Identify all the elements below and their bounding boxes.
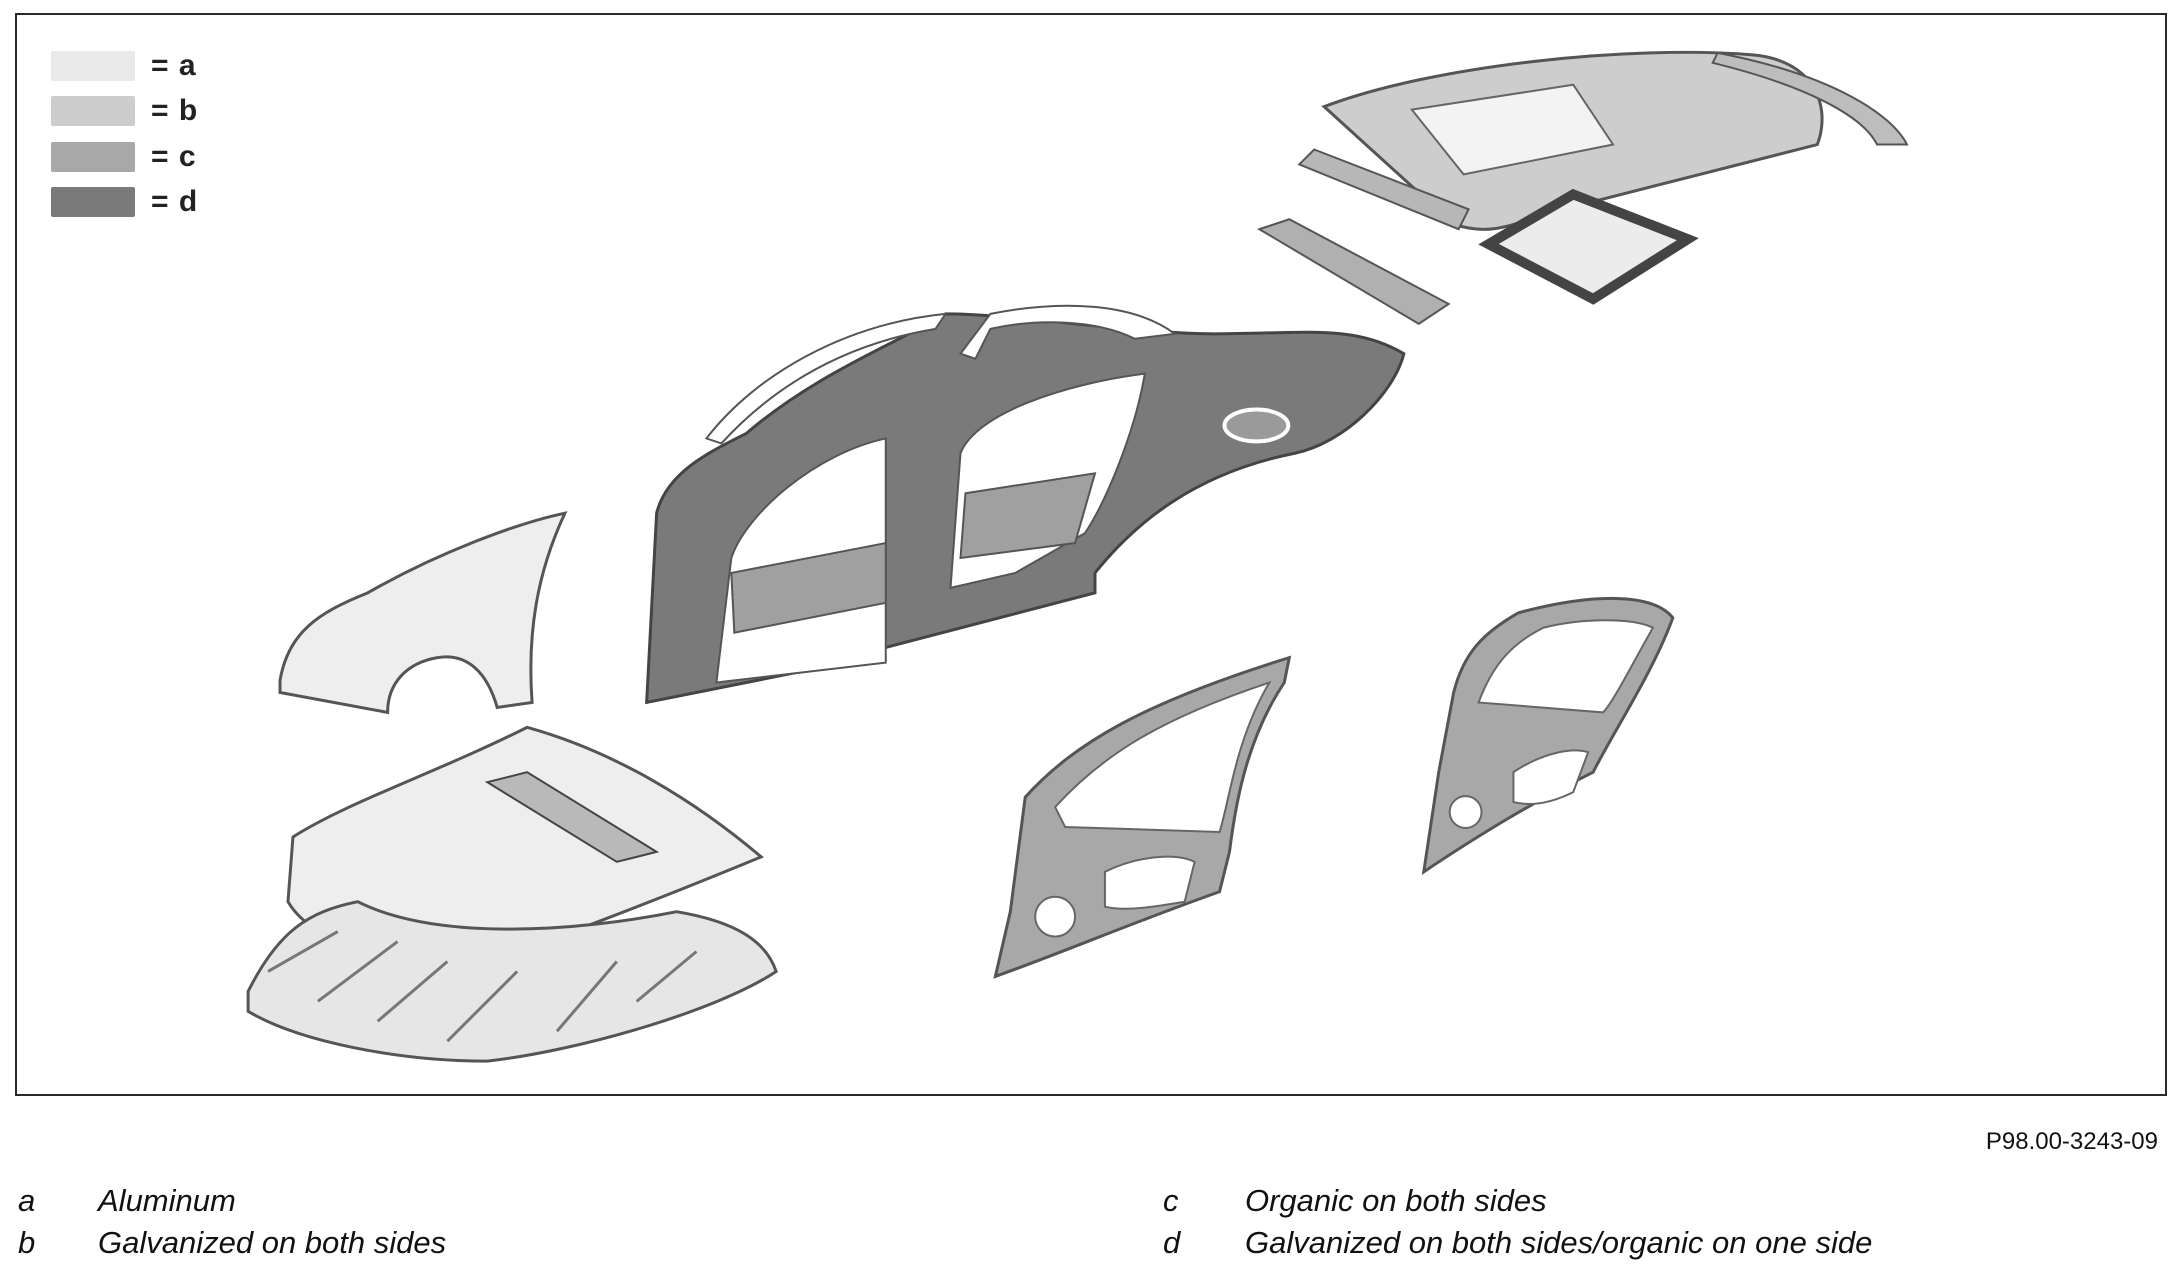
key-letter: c — [1163, 1183, 1179, 1218]
front-fender — [278, 511, 568, 715]
legend-swatch — [51, 187, 135, 217]
legend-label: = b — [151, 94, 199, 127]
key-letter: a — [18, 1183, 36, 1218]
legend-item-c: = c — [51, 140, 197, 173]
legend-label: = c — [151, 140, 197, 173]
figure-id: P98.00-3243-09 — [1985, 1128, 2158, 1155]
legend-label: = a — [151, 49, 197, 82]
legend-item-a: = a — [51, 49, 197, 82]
legend-label: = d — [151, 185, 199, 218]
key-letter: b — [18, 1225, 36, 1260]
key-text: Galvanized on both sides/organic on one … — [1245, 1225, 1873, 1260]
car-body-exploded-diagram — [246, 50, 1909, 1063]
figure-frame: = a = b = c = d — [15, 13, 2167, 1096]
legend-swatch — [51, 96, 135, 126]
legend-swatch — [51, 51, 135, 81]
key-text: Galvanized on both sides — [98, 1225, 447, 1260]
roof-panel — [1321, 50, 1909, 231]
legend-item-d: = d — [51, 185, 199, 218]
roof-frame — [1256, 148, 1699, 326]
key-text: Aluminum — [98, 1183, 236, 1218]
legend-item-b: = b — [51, 94, 199, 127]
front-door — [993, 655, 1292, 979]
key-letter: d — [1163, 1225, 1181, 1260]
key-text: Organic on both sides — [1245, 1183, 1547, 1218]
legend-swatch — [51, 142, 135, 172]
hood-front-end — [246, 725, 778, 1063]
rear-door — [1421, 596, 1675, 875]
side-wall — [645, 304, 1406, 705]
